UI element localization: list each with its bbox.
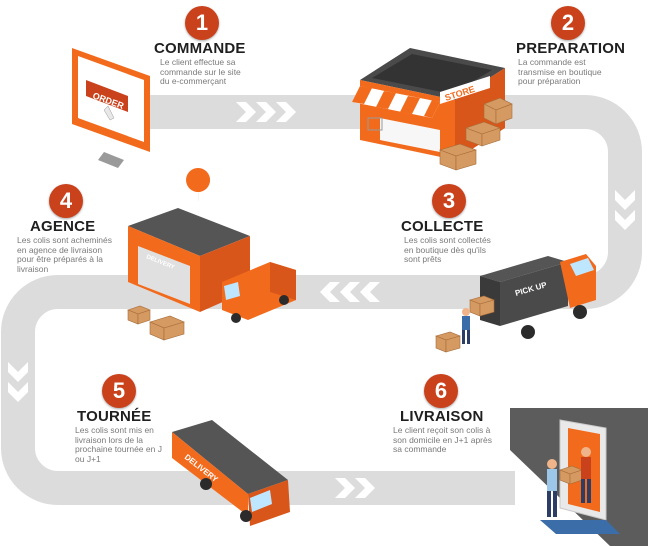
step-3-badge: 3: [432, 184, 466, 218]
step-3-title: COLLECTE: [401, 218, 484, 235]
worker-figure: [462, 308, 470, 344]
step-4-badge: 4: [49, 184, 83, 218]
path-chevrons: [8, 102, 635, 498]
step-2-badge: 2: [551, 6, 585, 40]
location-pin-icon: [186, 168, 211, 224]
step-4-title: AGENCE: [30, 218, 96, 235]
step-1-badge: 1: [185, 6, 219, 40]
courier-figure: [547, 459, 557, 517]
step-5-title: TOURNÉE: [77, 408, 152, 425]
step-5-badge: 5: [102, 374, 136, 408]
step-6-badge: 6: [424, 374, 458, 408]
step-2-title: PREPARATION: [516, 40, 626, 57]
customer-figure: [581, 447, 591, 503]
step-1-title: COMMANDE: [154, 40, 246, 57]
step-6-title: LIVRAISON: [400, 408, 484, 425]
cursor-hand-icon: [103, 105, 115, 121]
shopping-cart-icon: [367, 117, 383, 131]
